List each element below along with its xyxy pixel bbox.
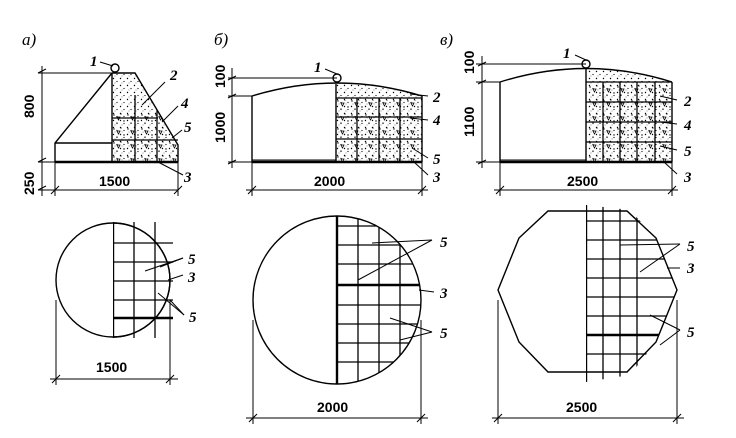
dim-a-width-plan: 1500 [96, 359, 127, 375]
callout-b-3: 3 [432, 170, 441, 186]
panel-b-plan: 5 3 5 2000 [246, 215, 448, 424]
dim-v-height-main: 1100 [461, 106, 477, 137]
dim-b-height-top: 100 [212, 64, 228, 88]
callout-a-1: 1 [90, 54, 98, 70]
panel-a-letter: а) [22, 30, 37, 49]
dim-a-height-bottom: 250 [21, 171, 37, 195]
callout-b-plan-5a: 5 [440, 235, 448, 251]
dim-b-width-plan: 2000 [317, 399, 348, 415]
callout-v-plan-5a: 5 [687, 239, 695, 255]
callout-a-plan-5b: 5 [189, 310, 197, 326]
callout-a-2: 2 [169, 68, 178, 84]
panel-a-section: а) 800 250 1500 1 2 [21, 30, 192, 196]
callout-b-5: 5 [433, 152, 441, 168]
callout-b-4: 4 [432, 113, 441, 129]
callout-v-4: 4 [683, 118, 692, 134]
callout-a-3: 3 [183, 170, 192, 186]
callout-a-plan-5a: 5 [188, 252, 196, 268]
callout-b-plan-5b: 5 [440, 326, 448, 342]
dim-b-width-section: 2000 [314, 173, 345, 189]
dim-a-height-top: 800 [21, 94, 37, 118]
callout-v-3: 3 [683, 170, 692, 186]
panel-v-plan: 5 3 5 2500 [492, 205, 695, 424]
panel-v-letter: в) [440, 30, 453, 49]
callout-v-2: 2 [683, 94, 692, 110]
callout-a-4: 4 [180, 96, 189, 112]
callout-a-plan-3: 3 [187, 270, 196, 286]
callout-v-plan-3: 3 [686, 261, 695, 277]
dim-a-width-section: 1500 [99, 173, 130, 189]
dim-b-height-main: 1000 [212, 112, 228, 143]
callout-a-5: 5 [184, 120, 192, 136]
panel-b-letter: б) [214, 30, 229, 49]
callout-b-plan-3: 3 [439, 286, 448, 302]
dim-v-height-top: 100 [461, 50, 477, 74]
callout-v-5: 5 [684, 144, 692, 160]
callout-b-1: 1 [314, 60, 322, 76]
callout-v-1: 1 [563, 46, 571, 62]
panel-a-plan: 5 3 5 1500 [50, 222, 197, 385]
dim-v-width-section: 2500 [567, 173, 598, 189]
panel-b-section: б) 100 1000 2000 1 [212, 30, 441, 196]
dim-v-width-plan: 2500 [566, 399, 597, 415]
panel-v-section: в) 100 1100 2500 1 [440, 30, 692, 196]
callout-v-plan-5b: 5 [687, 325, 695, 341]
callout-b-2: 2 [432, 90, 441, 106]
